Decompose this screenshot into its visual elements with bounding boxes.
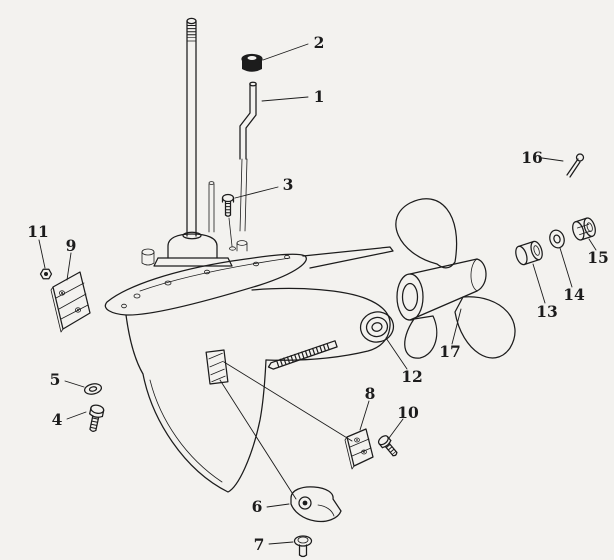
nut-11	[39, 268, 53, 280]
washer-14	[549, 229, 565, 249]
callout-9: 9	[66, 236, 77, 255]
anode-8	[344, 428, 374, 470]
bolt-7	[293, 535, 313, 558]
vent-screw-3	[221, 193, 236, 251]
shift-rod	[236, 81, 257, 252]
pump-housing-cap	[141, 231, 233, 267]
gearcase-torpedo	[125, 287, 391, 493]
callout-8: 8	[365, 384, 376, 403]
shift-rod-bushing	[241, 53, 263, 72]
callout-11: 11	[27, 222, 49, 241]
callout-5: 5	[50, 370, 61, 389]
callout-7: 7	[254, 535, 265, 554]
anode-mount-recess	[205, 349, 229, 385]
callout-2: 2	[314, 33, 325, 52]
leader-lines	[38, 43, 597, 545]
callout-17: 17	[439, 342, 461, 361]
callout-1: 1	[314, 87, 325, 106]
bolt-4	[89, 404, 105, 432]
bearing-seal-12	[359, 311, 395, 343]
callout-4: 4	[52, 410, 63, 429]
washer-5	[83, 383, 103, 395]
mount-pointer-lines	[219, 361, 353, 500]
prop-shaft-stud	[267, 340, 338, 370]
drive-shaft	[186, 17, 197, 237]
mounting-plate	[104, 253, 307, 316]
anti-ventilation-plate	[302, 246, 394, 269]
callout-16: 16	[521, 148, 543, 167]
callouts: 1 2 3 4 5 6 7 8 9 10 11 12 13 14 15 16 1…	[27, 33, 609, 554]
callout-12: 12	[401, 367, 423, 386]
cotter-pin-16	[566, 153, 585, 178]
castle-nut-15	[572, 217, 596, 241]
callout-15: 15	[587, 248, 609, 267]
anode-plate-9	[50, 271, 91, 333]
callout-14: 14	[563, 285, 585, 304]
spacer-13	[515, 240, 543, 266]
callout-13: 13	[536, 302, 558, 321]
water-tube	[208, 181, 215, 233]
bolt-10	[377, 435, 398, 457]
trim-tab-6	[290, 486, 342, 523]
callout-10: 10	[397, 403, 419, 422]
propeller	[395, 198, 516, 359]
callout-6: 6	[252, 497, 263, 516]
callout-3: 3	[283, 175, 294, 194]
